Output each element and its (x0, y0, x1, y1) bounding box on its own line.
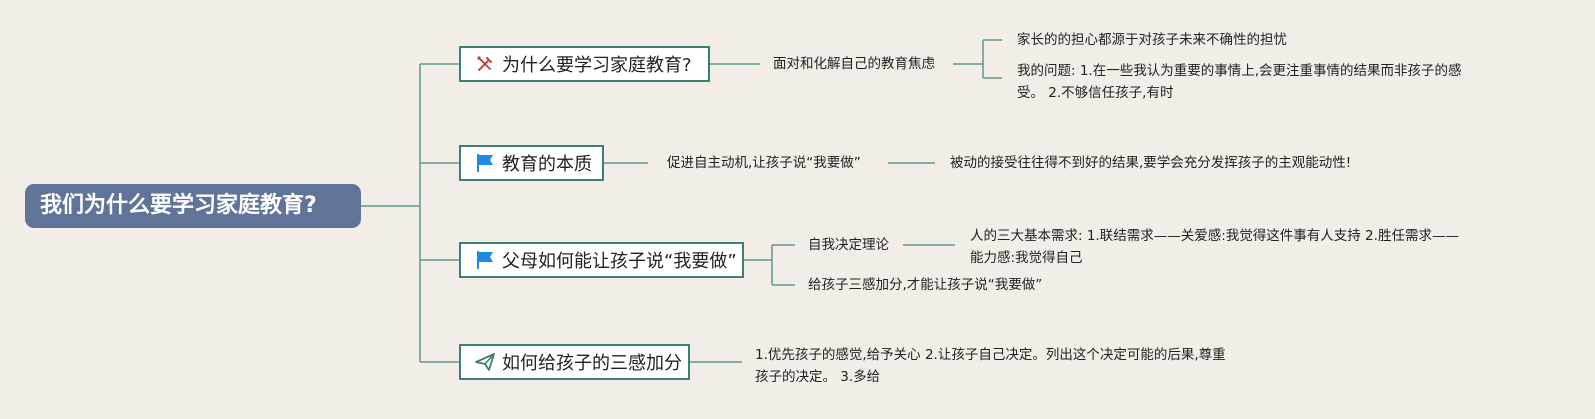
node-autonomy[interactable]: 促进自主动机,让孩子说“我要做” (667, 152, 861, 174)
branch-how-boost-label: 如何给孩子的三感加分 (502, 353, 682, 374)
node-passive-text: 被动的接受往往得不到好的结果,要学会充分发挥孩子的主观能动性! (950, 155, 1352, 171)
node-self-determination[interactable]: 自我决定理论 (808, 234, 889, 256)
node-three-needs[interactable]: 人的三大基本需求: 1.联结需求——关爱感:我觉得这件事有人支持 2.胜任需求—… (970, 225, 1460, 269)
node-anxiety-text: 面对和化解自己的教育焦虑 (773, 56, 935, 72)
branch-how-parents-label: 父母如何能让孩子说“我要做” (502, 251, 737, 272)
tools-icon (474, 53, 496, 75)
node-my-problem-text: 我的问题: 1.在一些我认为重要的事情上,会更注重事情的结果而非孩子的感受。 2… (1017, 63, 1462, 101)
node-self-determination-text: 自我决定理论 (808, 237, 889, 253)
node-three-senses[interactable]: 给孩子三感加分,才能让孩子说“我要做” (808, 274, 1042, 296)
node-boost-steps-text: 1.优先孩子的感觉,给予关心 2.让孩子自己决定。列出这个决定可能的后果,尊重孩… (755, 347, 1226, 385)
flag-icon (474, 249, 496, 271)
node-my-problem[interactable]: 我的问题: 1.在一些我认为重要的事情上,会更注重事情的结果而非孩子的感受。 2… (1017, 60, 1487, 104)
branch-how-boost[interactable]: 如何给孩子的三感加分 (459, 344, 690, 380)
node-worry-source-text: 家长的的担心都源于对孩子未来不确性的担忧 (1017, 32, 1287, 48)
root-topic-title: 我们为什么要学习家庭教育? (40, 193, 317, 218)
branch-why-learn[interactable]: 为什么要学习家庭教育? (459, 46, 710, 82)
node-boost-steps[interactable]: 1.优先孩子的感觉,给予关心 2.让孩子自己决定。列出这个决定可能的后果,尊重孩… (755, 344, 1237, 388)
branch-essence-label: 教育的本质 (502, 154, 592, 175)
branch-how-parents[interactable]: 父母如何能让孩子说“我要做” (459, 242, 744, 278)
child-1-to-grandchildren-line (953, 39, 1002, 79)
node-autonomy-text: 促进自主动机,让孩子说“我要做” (667, 155, 861, 171)
branch-essence[interactable]: 教育的本质 (459, 145, 604, 181)
branch-3-to-children-line (744, 244, 795, 286)
node-three-senses-text: 给孩子三感加分,才能让孩子说“我要做” (808, 277, 1043, 293)
node-anxiety[interactable]: 面对和化解自己的教育焦虑 (773, 53, 935, 75)
node-three-needs-text: 人的三大基本需求: 1.联结需求——关爱感:我觉得这件事有人支持 2.胜任需求—… (970, 228, 1459, 266)
paper-plane-icon (474, 351, 496, 373)
branch-why-learn-label: 为什么要学习家庭教育? (502, 55, 692, 76)
node-worry-source[interactable]: 家长的的担心都源于对孩子未来不确性的担忧 (1017, 29, 1287, 51)
node-passive[interactable]: 被动的接受往往得不到好的结果,要学会充分发挥孩子的主观能动性! (950, 152, 1351, 174)
flag-icon (474, 152, 496, 174)
root-topic[interactable]: 我们为什么要学习家庭教育? (25, 184, 361, 228)
